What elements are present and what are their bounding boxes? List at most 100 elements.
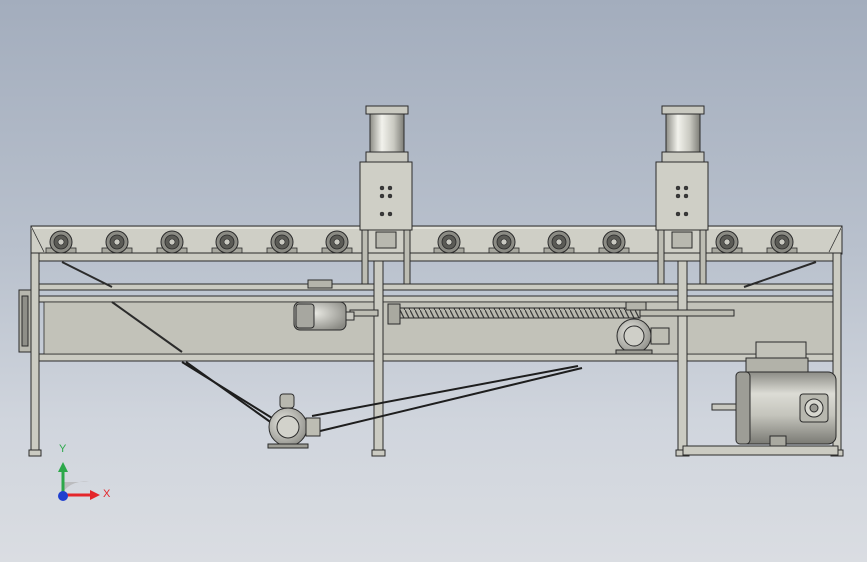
upper-beam-2 bbox=[37, 295, 839, 303]
motor-face bbox=[276, 415, 300, 439]
motor-junction-box bbox=[625, 301, 647, 311]
motor-face bbox=[623, 325, 645, 347]
cylinder-clamp bbox=[671, 231, 693, 249]
motor-terminal-box bbox=[755, 341, 807, 359]
roller bbox=[266, 230, 298, 254]
screw-shaft-right bbox=[639, 309, 735, 317]
cylinder-barrel bbox=[665, 113, 701, 153]
brace-left bbox=[61, 261, 113, 288]
pneumatic-cylinders[interactable] bbox=[359, 105, 709, 285]
roller bbox=[45, 230, 77, 254]
triad-arc bbox=[63, 481, 89, 492]
bolt-hole bbox=[387, 185, 393, 191]
motor-shaft bbox=[711, 403, 737, 411]
cylinder-housing bbox=[655, 161, 709, 231]
cylinder-barrel bbox=[369, 113, 405, 153]
pneumatic-cylinder-right[interactable] bbox=[655, 105, 709, 285]
screw-thread bbox=[399, 307, 641, 319]
side-box-window bbox=[21, 295, 29, 347]
roller-conveyor[interactable] bbox=[30, 225, 843, 255]
motor-junction-box bbox=[307, 279, 333, 289]
roller-hub bbox=[278, 238, 286, 246]
pneumatic-cylinder-left[interactable] bbox=[359, 105, 413, 285]
bolt-hole bbox=[379, 185, 385, 191]
bolt-hole bbox=[379, 211, 385, 217]
motor-gearbox bbox=[650, 327, 670, 345]
foot-center-left bbox=[371, 449, 386, 457]
gear-motor-small-center[interactable] bbox=[615, 301, 670, 355]
roller-hub bbox=[57, 238, 65, 246]
roller bbox=[156, 230, 188, 254]
roller-hub bbox=[113, 238, 121, 246]
roller-hub bbox=[778, 238, 786, 246]
cylinder-clamp bbox=[375, 231, 397, 249]
guide-post bbox=[403, 229, 411, 285]
roller-hub bbox=[500, 238, 508, 246]
bolt-hole bbox=[675, 211, 681, 217]
main-frame bbox=[18, 252, 844, 457]
drive-motor-bottom[interactable] bbox=[267, 393, 321, 449]
bolt-hole bbox=[675, 193, 681, 199]
drive-belts bbox=[181, 361, 583, 433]
foot-left bbox=[28, 449, 42, 457]
guide-post bbox=[657, 229, 665, 285]
bolt-hole bbox=[683, 211, 689, 217]
brace-right bbox=[743, 261, 817, 288]
roller-bed-chamfer-left bbox=[30, 225, 45, 253]
z-axis-dot bbox=[58, 491, 68, 501]
bolt-hole bbox=[683, 185, 689, 191]
gear-motor-small-left[interactable] bbox=[293, 279, 355, 331]
motor-fan-hub bbox=[809, 403, 819, 413]
guide-post bbox=[361, 229, 369, 285]
screw-nut bbox=[387, 303, 401, 325]
bolt-hole bbox=[675, 185, 681, 191]
roller bbox=[433, 230, 465, 254]
roller bbox=[543, 230, 575, 254]
upper-beam bbox=[37, 283, 839, 291]
motor-base-rail bbox=[682, 445, 839, 456]
x-axis-arrow bbox=[90, 490, 100, 500]
motor-front-flange bbox=[735, 371, 751, 445]
bolt-hole bbox=[683, 193, 689, 199]
roller-group bbox=[45, 230, 798, 254]
motor-mount bbox=[615, 349, 653, 355]
belt-right-b bbox=[315, 367, 583, 433]
cylinder-top-cap bbox=[365, 105, 409, 115]
roller bbox=[711, 230, 743, 254]
motor-junction-box bbox=[279, 393, 295, 409]
bolt-hole bbox=[387, 211, 393, 217]
leg-center-right bbox=[677, 260, 688, 456]
y-axis-label: Y bbox=[59, 443, 67, 455]
motor-foot bbox=[769, 435, 787, 447]
view-orientation-triad bbox=[58, 462, 100, 501]
cylinder-bottom-cap bbox=[365, 151, 409, 163]
roller-hub bbox=[555, 238, 563, 246]
roller bbox=[598, 230, 630, 254]
main-motor-large[interactable] bbox=[711, 341, 837, 447]
bolt-hole bbox=[379, 193, 385, 199]
belt-left-b bbox=[185, 361, 277, 427]
belt-right-a bbox=[311, 365, 579, 417]
cylinder-top-cap bbox=[661, 105, 705, 115]
leg-center-left bbox=[373, 260, 384, 456]
roller-hub bbox=[223, 238, 231, 246]
cylinder-housing bbox=[359, 161, 413, 231]
roller bbox=[101, 230, 133, 254]
lower-beam bbox=[37, 353, 839, 362]
brace-left-lower bbox=[111, 301, 183, 353]
guide-post bbox=[699, 229, 707, 285]
motor-gearbox bbox=[305, 417, 321, 437]
roller bbox=[321, 230, 353, 254]
roller-hub bbox=[723, 238, 731, 246]
roller-hub bbox=[610, 238, 618, 246]
motor-terminal-base bbox=[745, 357, 809, 373]
bolt-hole bbox=[387, 193, 393, 199]
motor-mount bbox=[267, 443, 309, 449]
roller-hub bbox=[333, 238, 341, 246]
cylinder-bottom-cap bbox=[661, 151, 705, 163]
top-rail bbox=[30, 252, 842, 262]
roller-hub bbox=[445, 238, 453, 246]
x-axis-label: X bbox=[103, 488, 111, 500]
